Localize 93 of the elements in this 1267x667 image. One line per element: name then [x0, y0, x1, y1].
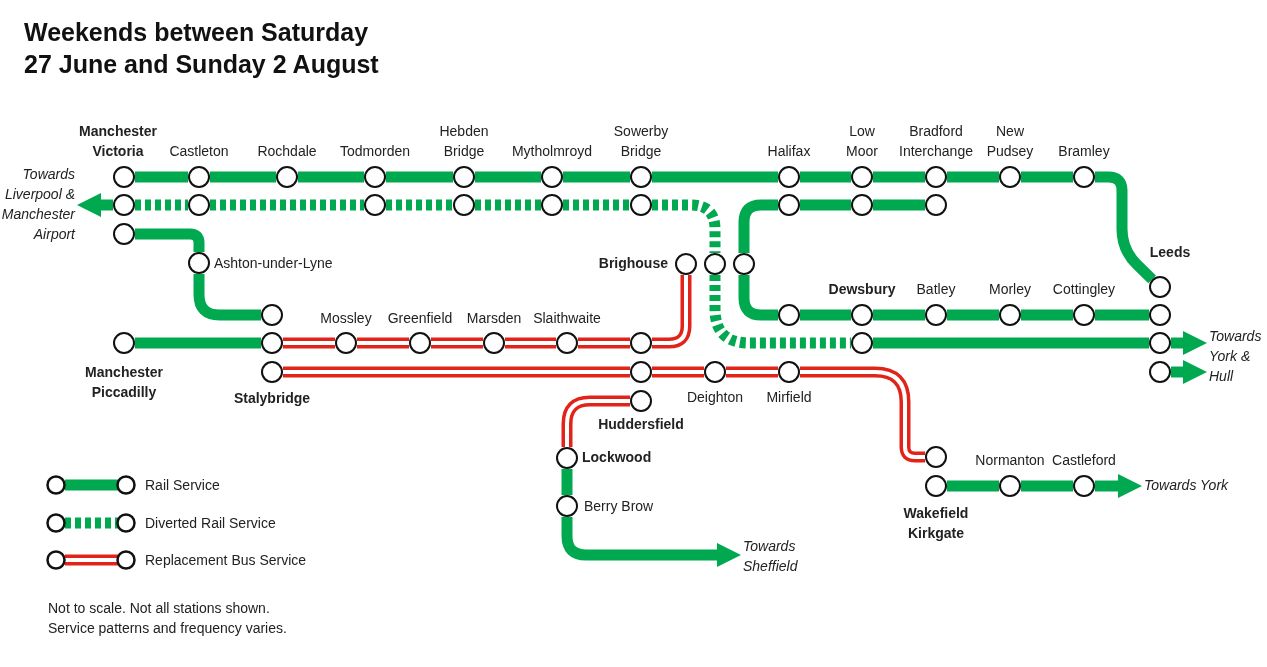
station-name: Mossley [319, 309, 373, 328]
station-name: Berry Brow [584, 497, 655, 516]
diverted-rail-line [475, 199, 541, 211]
rail-line [561, 469, 573, 495]
station-name: Marsden [465, 309, 523, 328]
diverted-rail-line [563, 199, 630, 211]
rail-line [800, 309, 851, 321]
station-name: Mytholmroyd [510, 142, 594, 161]
station-name: Huddersfield [597, 415, 685, 434]
direction-label: Towards Sheffield [743, 536, 823, 576]
bus-route-line [726, 366, 778, 378]
bus-route-line [505, 337, 556, 349]
station-name: Castleton [168, 142, 230, 161]
rail-line [1095, 309, 1149, 321]
rail-line [1021, 171, 1073, 183]
station-name: Lockwood [582, 448, 653, 467]
rail-line [738, 275, 778, 321]
bus-route-line [578, 337, 630, 349]
direction-label: Towards York [1144, 475, 1254, 495]
station-name: Hebden Bridge [438, 122, 490, 161]
station-name: Ashton-under-Lyne [214, 254, 334, 273]
footnote: Not to scale. Not all stations shown. Service patterns and frequency varies. [48, 599, 288, 638]
station-name: Morley [988, 280, 1032, 299]
rail-line [1021, 480, 1073, 492]
station-name: Halifax [766, 142, 812, 161]
rail-line [135, 171, 188, 183]
rail-line [873, 309, 925, 321]
station-name: Bradford Interchange [898, 122, 974, 161]
rail-line [386, 171, 453, 183]
station-name: Deighton [685, 388, 744, 407]
rail-line [135, 337, 261, 349]
station-name: Bramley [1057, 142, 1111, 161]
legend-label: Diverted Rail Service [145, 514, 276, 533]
station-name: Todmorden [338, 142, 411, 161]
station-name: Rochdale [256, 142, 318, 161]
station-name: Mirfield [765, 388, 813, 407]
rail-line [1095, 171, 1156, 284]
rail-line [800, 199, 851, 211]
station-name: Stalybridge [232, 389, 312, 408]
rail-line [475, 171, 541, 183]
station-name: Greenfield [386, 309, 454, 328]
bus-route-line [800, 366, 925, 463]
rail-line [563, 171, 630, 183]
rail-line [873, 199, 925, 211]
rail-line [210, 171, 276, 183]
rail-line-arrow [77, 193, 113, 217]
station-name: Normanton [974, 451, 1046, 470]
rail-line [652, 171, 778, 183]
rail-line [947, 480, 999, 492]
station-name: Wakefield Kirkgate [902, 504, 970, 543]
bus-route-line [283, 366, 630, 378]
legend-label: Replacement Bus Service [145, 551, 307, 570]
rail-line [298, 171, 364, 183]
rail-line [947, 171, 999, 183]
station-name: Dewsbury [827, 280, 897, 299]
map-title: Weekends between Saturday 27 June and Sunday 2 August [24, 17, 380, 80]
bus-route-line [652, 275, 692, 349]
station-name: Manchester Piccadilly [84, 363, 164, 402]
diverted-rail-line [386, 199, 453, 211]
station-name: Brighouse [597, 254, 668, 273]
diverted-rail-line [135, 199, 188, 211]
rail-line [193, 274, 261, 321]
diverted-rail-line [210, 199, 364, 211]
rail-line [800, 171, 851, 183]
direction-label: Towards York & Hull [1209, 326, 1265, 386]
bus-route-line [357, 337, 409, 349]
diverted-rail-line [652, 199, 721, 253]
rail-line [873, 337, 1149, 349]
rail-line [873, 171, 925, 183]
station-name: Low Moor [845, 122, 879, 161]
rail-line [1021, 309, 1073, 321]
rail-line-arrow [1171, 331, 1207, 355]
direction-label: Towards Liverpool & Manchester Airport [0, 164, 75, 244]
rail-line-arrow [1095, 474, 1142, 498]
legend-label: Rail Service [145, 476, 220, 495]
station-name: Cottingley [1051, 280, 1117, 299]
diverted-rail-line [709, 275, 851, 349]
station-name: Sowerby Bridge [612, 122, 670, 161]
bus-route-line [283, 337, 335, 349]
rail-line-arrow [1171, 360, 1207, 384]
bus-route-line [431, 337, 483, 349]
rail-line-arrow [561, 517, 741, 567]
bus-route-line [561, 395, 630, 447]
station-name: Manchester Victoria [78, 122, 158, 161]
station-name: New Pudsey [985, 122, 1035, 161]
station-name: Batley [915, 280, 957, 299]
rail-line [947, 309, 999, 321]
rail-line [135, 228, 205, 252]
station-name: Leeds [1148, 243, 1192, 262]
rail-line [738, 199, 778, 253]
bus-route-line [652, 366, 704, 378]
station-name: Castleford [1051, 451, 1117, 470]
station-name: Slaithwaite [532, 309, 602, 328]
